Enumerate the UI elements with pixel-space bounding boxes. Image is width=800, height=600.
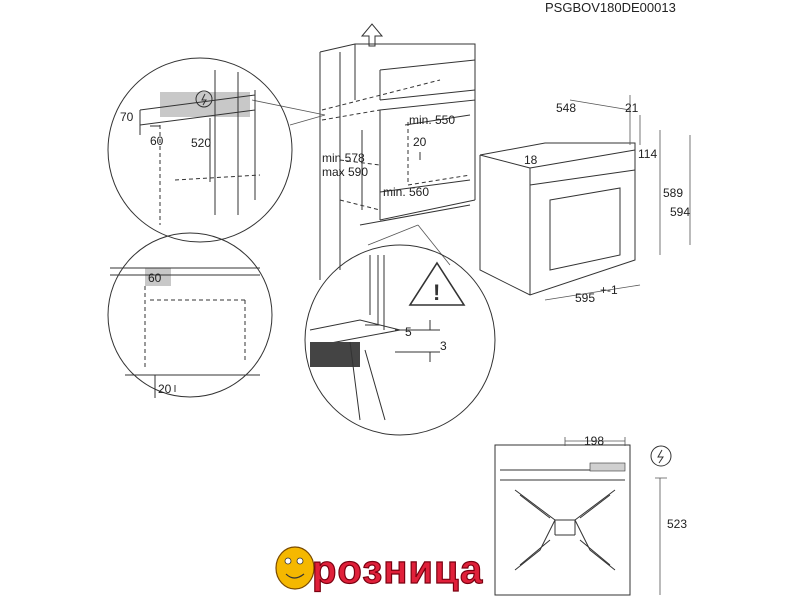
- cabinet-dim-max-590: max 590: [322, 165, 368, 179]
- electric-warning-icon: [195, 90, 213, 108]
- rozница-logo: розница: [275, 546, 483, 593]
- oven-dim-114: 114: [638, 147, 657, 161]
- gap-dim-5: 5: [405, 325, 412, 339]
- logo-text: розница: [312, 548, 483, 592]
- arrow-up-icon: [360, 23, 384, 47]
- niche-detail-circle: [107, 57, 293, 243]
- electric-warning-icon-top: [650, 445, 672, 467]
- niche-dim-60: 60: [150, 134, 164, 148]
- reference-code: PSGBOV180DE00013: [545, 0, 676, 15]
- oven-top-dim-523: 523: [667, 517, 687, 531]
- oven-dim-595: 595: [575, 291, 595, 305]
- oven-top-drawing: [494, 437, 672, 596]
- corner-dim-60: 60: [148, 271, 162, 285]
- cabinet-dim-min-578: min 578: [322, 151, 365, 165]
- leader-line-bottom-2: [417, 224, 451, 266]
- oven-dim-589: 589: [663, 186, 683, 200]
- cabinet-dim-min-560: min. 560: [383, 185, 429, 199]
- oven-dim-548: 548: [556, 101, 576, 115]
- niche-highlight: [160, 92, 250, 117]
- niche-dim-520: 520: [191, 136, 211, 150]
- leader-line-top: [251, 99, 326, 116]
- oven-grid-rack: [514, 489, 616, 571]
- oven-top-dim-198: 198: [584, 434, 604, 448]
- oven-dim-594: 594: [670, 205, 690, 219]
- cabinet-drawing: [319, 43, 476, 280]
- svg-text:!: !: [433, 280, 440, 305]
- corner-dim-20: 20: [158, 382, 172, 396]
- leader-line-top-2: [289, 114, 326, 126]
- gap-dim-3: 3: [440, 339, 447, 353]
- oven-dim-18: 18: [524, 153, 538, 167]
- niche-dim-70: 70: [120, 110, 134, 124]
- gap-detail-circle: !: [304, 244, 496, 436]
- warning-triangle-icon: !: [408, 261, 466, 306]
- logo-face: [275, 546, 315, 590]
- oven-dim-tolerance: +-1: [600, 283, 618, 297]
- leader-line-bottom: [367, 224, 419, 246]
- oven-front-drawing: [479, 95, 691, 301]
- oven-dim-21: 21: [625, 101, 639, 115]
- corner-detail-circle: [107, 232, 273, 398]
- cabinet-dim-20: 20: [413, 135, 427, 149]
- corner-highlight: [145, 268, 171, 286]
- cabinet-dim-min-550: min. 550: [409, 113, 455, 127]
